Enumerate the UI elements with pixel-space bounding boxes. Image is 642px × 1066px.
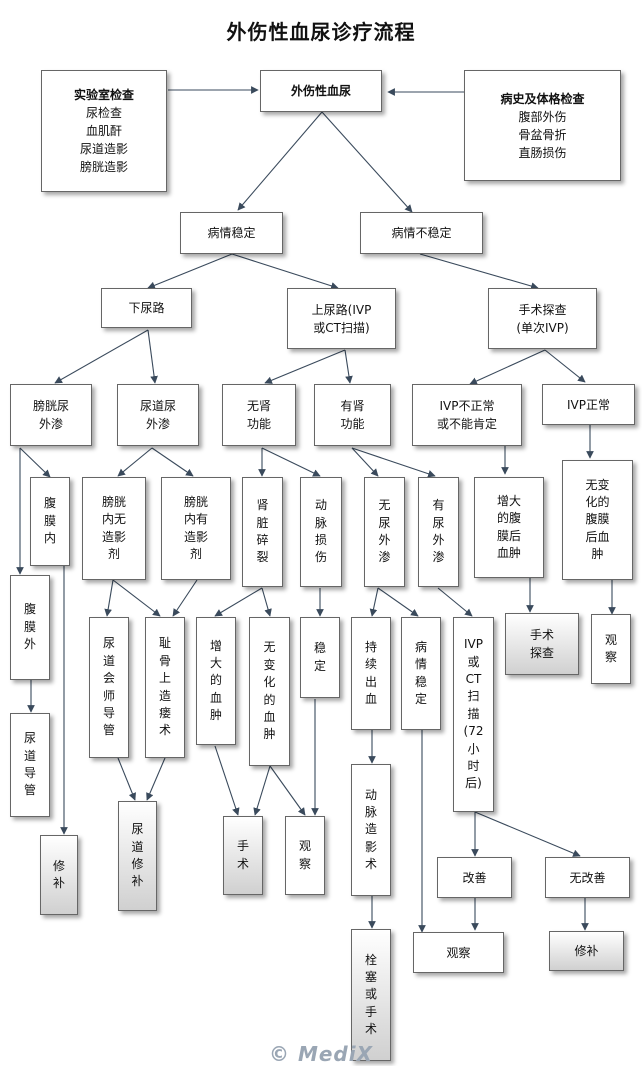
node-unchanged-hematoma: 无 变 化 的 血 肿 — [249, 617, 290, 766]
node-has-urine-extravasation: 有 尿 外 渗 — [418, 477, 459, 587]
node-repair-bladder: 修 补 — [40, 835, 78, 915]
node-condition-stable: 病 情 稳 定 — [401, 617, 441, 730]
node-upper-tract: 上尿路(IVP 或CT扫描) — [287, 288, 396, 349]
node-traumatic-hematuria: 外伤性血尿 — [260, 70, 382, 112]
node-ivp-abnormal: IVP不正常 或不能肯定 — [412, 384, 522, 446]
node-urethral-perineal-catheter: 尿 道 会 师 导 管 — [89, 617, 129, 758]
node-surgery-explore: 手术探查 (单次IVP) — [488, 288, 597, 349]
lab-exam-box: 实验室检查 尿检查 血肌酐 尿道造影 膀胱造影 — [41, 70, 167, 192]
watermark: © MediX — [268, 1042, 374, 1066]
node-observe-final: 观察 — [413, 932, 504, 973]
node-stable-small: 稳 定 — [300, 617, 340, 698]
node-ivp-normal: IVP正常 — [542, 384, 635, 425]
node-enlarged-hematoma: 增 大 的 血 肿 — [196, 617, 236, 745]
node-bladder-extravasation: 膀胱尿 外渗 — [10, 384, 92, 446]
node-unstable: 病情不稳定 — [360, 212, 483, 254]
node-bladder-no-contrast: 膀胱 内无 造影 剂 — [82, 477, 146, 580]
node-not-improved: 无改善 — [545, 857, 630, 898]
node-urethra-repair: 尿 道 修 补 — [118, 801, 157, 911]
node-angiography: 动 脉 造 影 术 — [351, 764, 391, 896]
node-has-kidney-function: 有肾 功能 — [314, 384, 391, 446]
node-no-kidney-function: 无肾 功能 — [222, 384, 296, 446]
lab-exam-item: 膀胱造影 — [79, 160, 128, 174]
node-observe-retro: 观 察 — [591, 614, 631, 684]
node-urethra-extravasation: 尿道尿 外渗 — [117, 384, 199, 446]
node-surgery-hematoma: 手 术 — [223, 816, 263, 895]
node-suprapubic-cystostomy: 耻 骨 上 造 瘘 术 — [145, 617, 185, 758]
lab-exam-item: 尿检查 — [85, 106, 122, 120]
node-lower-tract: 下尿路 — [101, 288, 192, 328]
node-observe-kidney: 观 察 — [285, 816, 325, 895]
history-exam-item: 直肠损伤 — [518, 145, 567, 160]
page-title: 外伤性血尿诊疗流程 — [226, 20, 416, 44]
node-continuous-bleeding: 持 续 出 血 — [351, 617, 391, 730]
node-unchanged-retro-hematoma: 无变 化的 腹膜 后血 肿 — [562, 460, 633, 580]
node-enlarged-retro-hematoma: 增大 的腹 膜后 血肿 — [474, 477, 544, 578]
lab-exam-title: 实验室检查 — [73, 88, 134, 102]
node-kidney-shatter: 肾 脏 碎 裂 — [242, 477, 283, 587]
node-urethral-catheter: 尿 道 导 管 — [10, 713, 50, 817]
history-exam-title: 病史及体格检查 — [500, 91, 585, 106]
node-artery-injury: 动 脉 损 伤 — [300, 477, 342, 587]
node-ivp-ct-72h: IVP 或 CT 扫 描 (72 小 时 后) — [453, 617, 494, 812]
lab-exam-item: 血肌酐 — [85, 124, 122, 138]
node-extraperitoneal: 腹 膜 外 — [10, 575, 50, 680]
history-exam-item: 骨盆骨折 — [518, 127, 567, 142]
node-embolize-or-surgery: 栓 塞 或 手 术 — [351, 929, 391, 1061]
node-surgery-explore-final: 手术 探查 — [505, 613, 579, 675]
node-no-urine-extravasation: 无 尿 外 渗 — [364, 477, 405, 587]
history-exam-box: 病史及体格检查 腹部外伤 骨盆骨折 直肠损伤 — [464, 70, 621, 181]
node-repair-final: 修补 — [549, 931, 624, 971]
lab-exam-item: 尿道造影 — [79, 142, 128, 156]
node-stable: 病情稳定 — [180, 212, 283, 254]
node-bladder-has-contrast: 膀胱 内有 造影 剂 — [161, 477, 231, 580]
node-improved: 改善 — [437, 857, 512, 898]
history-exam-item: 腹部外伤 — [518, 109, 567, 124]
node-intraperitoneal: 腹 膜 内 — [30, 477, 70, 566]
